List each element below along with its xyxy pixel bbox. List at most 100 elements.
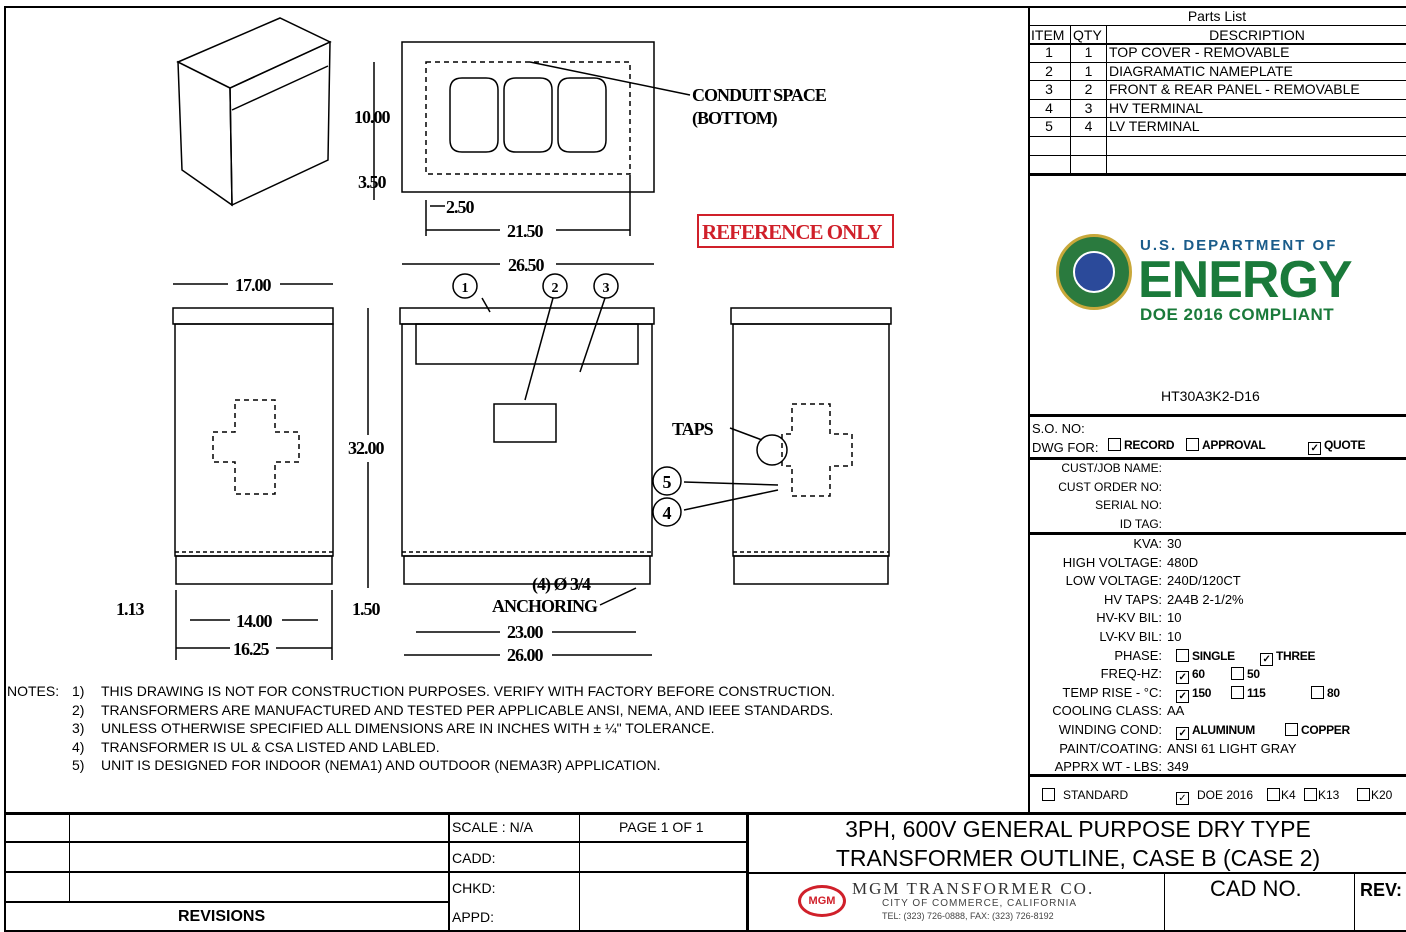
company-city: CITY OF COMMERCE, CALIFORNIA: [882, 898, 1078, 909]
phase-option-checkbox[interactable]: SINGLE: [1176, 648, 1235, 663]
dim-1-50: 1.50: [352, 599, 381, 619]
customer-field-label: CUST/JOB NAME:: [1061, 461, 1162, 475]
spec-cooling-label: COOLING CLASS:: [1052, 703, 1162, 719]
parts-item: 4: [1045, 99, 1053, 116]
col-qty: QTY: [1073, 27, 1102, 43]
efficiency-checkbox[interactable]: K20: [1357, 788, 1392, 802]
reference-only-stamp: REFERENCE ONLY: [702, 220, 882, 244]
record-checkbox[interactable]: RECORD: [1108, 438, 1175, 452]
dim-14: 14.00: [236, 611, 273, 631]
spec-phase-label: PHASE:: [1114, 647, 1162, 663]
anchor-label: (4) Ø 3/4: [532, 574, 591, 595]
spec-paint-label: PAINT/COATING:: [1059, 740, 1162, 756]
dim-2-50: 2.50: [446, 197, 475, 217]
spec-hvbil-label: HV-KV BIL:: [1096, 610, 1162, 626]
parts-desc: FRONT & REAR PANEL - REMOVABLE: [1109, 81, 1360, 98]
spec-kva-label: KVA:: [1133, 536, 1162, 551]
revisions-label: REVISIONS: [178, 908, 266, 925]
dim-32: 32.00: [348, 438, 385, 458]
front-view: [399, 263, 655, 656]
transformer-drawing: 1 2 3 4 5 CONDUIT SPACE (BOTTOM) TAPS (4…: [116, 17, 894, 665]
parts-item: 5: [1045, 118, 1053, 135]
parts-desc: HV TERMINAL: [1109, 99, 1203, 116]
spec-weight-label: APPRX WT - LBS:: [1054, 759, 1162, 775]
customer-field-label: SERIAL NO:: [1095, 498, 1162, 512]
spec-hvbil-value: 10: [1167, 610, 1182, 626]
cad-no-label: CAD NO.: [1210, 876, 1302, 901]
spec-lv-value: 240D/120CT: [1167, 573, 1241, 589]
temp-option-checkbox[interactable]: ✓150: [1176, 686, 1211, 703]
phase-option-checkbox[interactable]: ✓THREE: [1260, 649, 1315, 666]
company-name: MGM TRANSFORMER CO.: [852, 879, 1095, 898]
balloons: [452, 273, 682, 527]
spec-lv-label: LOW VOLTAGE:: [1065, 573, 1162, 589]
dim-23: 23.00: [507, 622, 544, 642]
customer-field-label: ID TAG:: [1119, 516, 1162, 531]
spec-hv-value: 480D: [1167, 554, 1199, 570]
isometric-view: [176, 17, 332, 207]
temp-option-checkbox[interactable]: 115: [1231, 685, 1266, 700]
parts-qty: 3: [1084, 99, 1093, 116]
parts-qty: 1: [1084, 44, 1093, 60]
parts-qty: 1: [1084, 62, 1093, 79]
winding-option-checkbox[interactable]: COPPER: [1285, 723, 1350, 737]
parts-list: Parts List ITEM QTY DESCRIPTION 1 1 TOP …: [1028, 8, 1406, 176]
parts-item: 3: [1045, 81, 1053, 98]
parts-qty: 2: [1084, 81, 1093, 98]
spec-winding-label: WINDING COND:: [1058, 722, 1162, 737]
efficiency-checkbox[interactable]: ✓DOE 2016: [1176, 788, 1253, 805]
winding-option-checkbox[interactable]: ✓ALUMINUM: [1176, 723, 1255, 740]
parts-desc: LV TERMINAL: [1109, 118, 1200, 135]
cadd-label: CADD:: [452, 850, 496, 866]
dwg-for-label: DWG FOR:: [1032, 440, 1099, 455]
dim-16-25: 16.25: [233, 639, 270, 659]
approval-checkbox[interactable]: APPROVAL: [1186, 438, 1266, 452]
doe-compliant: DOE 2016 COMPLIANT: [1140, 305, 1335, 324]
spec-lvbil-label: LV-KV BIL:: [1099, 629, 1162, 644]
efficiency-checkbox[interactable]: K13: [1304, 788, 1339, 802]
anchor-label-2: ANCHORING: [492, 596, 598, 616]
company-phone: TEL: (323) 726-0888, FAX: (323) 726-8192: [882, 911, 1054, 921]
spec-freq-label: FREQ-HZ:: [1100, 666, 1162, 682]
divider: [1028, 6, 1030, 812]
spec-weight-value: 349: [1167, 759, 1189, 775]
col-item: ITEM: [1031, 27, 1065, 43]
col-description: DESCRIPTION: [1209, 27, 1305, 43]
efficiency-checkbox[interactable]: K4: [1267, 788, 1296, 802]
spec-lvbil-value: 10: [1167, 629, 1182, 644]
rev-label: REV:: [1360, 880, 1403, 900]
parts-item: 1: [1045, 44, 1053, 60]
customer-field-label: CUST ORDER NO:: [1058, 479, 1162, 494]
parts-desc: TOP COVER - REMOVABLE: [1109, 44, 1290, 60]
balloon-2: 2: [552, 281, 559, 296]
spec-hv-label: HIGH VOLTAGE:: [1062, 554, 1162, 570]
dim-1-13: 1.13: [116, 599, 145, 619]
temp-option-checkbox[interactable]: 80: [1311, 685, 1340, 700]
dim-3-50: 3.50: [358, 172, 387, 192]
quote-checkbox[interactable]: ✓QUOTE: [1308, 438, 1365, 455]
notes-label: NOTES:: [7, 683, 60, 699]
page-number: PAGE 1 OF 1: [619, 819, 704, 835]
parts-item: 2: [1045, 62, 1053, 79]
part-number: HT30A3K2-D16: [1161, 388, 1260, 404]
dim-26: 26.00: [507, 645, 544, 665]
freq-option-checkbox[interactable]: 50: [1231, 667, 1260, 681]
chkd-label: CHKD:: [452, 880, 496, 896]
dim-21-50: 21.50: [507, 221, 544, 241]
spec-kva-value: 30: [1167, 536, 1182, 551]
parts-qty: 4: [1084, 118, 1093, 135]
doe-logo: U.S. DEPARTMENT OF ENERGY DOE 2016 COMPL…: [1056, 232, 1366, 327]
dim-17: 17.00: [235, 275, 272, 295]
balloon-3: 3: [603, 281, 610, 296]
spec-temp-label: TEMP RISE - °C:: [1062, 684, 1162, 700]
doe-energy: ENERGY: [1138, 251, 1353, 309]
efficiency-checkbox[interactable]: STANDARD: [1042, 788, 1128, 802]
parts-desc: DIAGRAMATIC NAMEPLATE: [1109, 62, 1293, 79]
conduit-label: CONDUIT SPACE: [692, 85, 827, 105]
freq-option-checkbox[interactable]: ✓60: [1176, 667, 1205, 685]
balloon-4: 4: [663, 503, 672, 523]
spec-taps-value: 2A4B 2-1/2%: [1167, 591, 1244, 607]
mgm-logo: MGM: [798, 885, 846, 917]
taps-label: TAPS: [672, 419, 714, 439]
